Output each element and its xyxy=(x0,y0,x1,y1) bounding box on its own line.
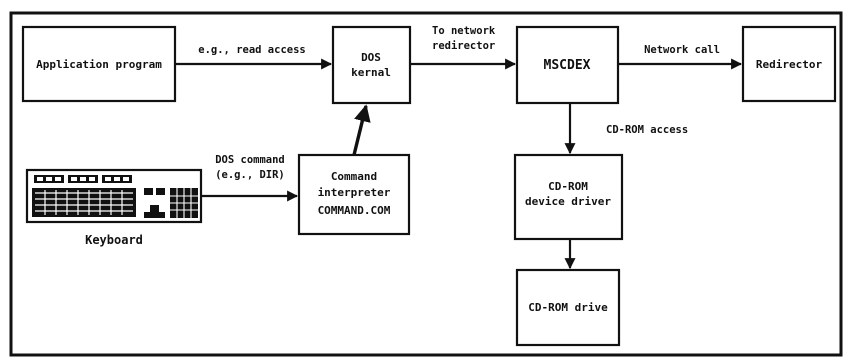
dos-kernal-label-1: DOS xyxy=(361,51,381,64)
read-access-label: e.g., read access xyxy=(198,44,305,56)
cdrom-device-driver-label-2: device driver xyxy=(525,195,611,208)
dos-command-label-2: (e.g., DIR) xyxy=(215,169,285,181)
to-network-label-1: To network xyxy=(432,25,496,37)
edge-command-interpreter-to-dos-kernal xyxy=(352,104,371,156)
redirector-label: Redirector xyxy=(756,58,823,71)
mscdex-label: MSCDEX xyxy=(544,58,591,73)
command-interpreter-node: Command interpreter COMMAND.COM xyxy=(297,153,411,236)
cdrom-drive-label: CD-ROM drive xyxy=(528,301,608,314)
command-interpreter-label-1: Command xyxy=(331,170,377,183)
cdrom-device-driver-label-1: CD-ROM xyxy=(548,180,588,193)
dos-kernal-label-2: kernal xyxy=(351,66,391,79)
command-interpreter-label-3: COMMAND.COM xyxy=(318,204,391,217)
application-program-node: Application program xyxy=(21,25,177,103)
mscdex-node: MSCDEX xyxy=(515,25,620,105)
network-call-label: Network call xyxy=(644,44,720,56)
redirector-node: Redirector xyxy=(741,25,837,103)
keyboard-label: Keyboard xyxy=(85,233,143,247)
diagram-frame xyxy=(9,11,843,357)
cdrom-device-driver-node: CD-ROM device driver xyxy=(513,153,624,241)
keyboard-icon xyxy=(25,168,203,224)
application-program-label: Application program xyxy=(36,58,162,71)
cdrom-access-label: CD-ROM access xyxy=(606,124,688,136)
command-interpreter-label-2: interpreter xyxy=(318,186,391,199)
dos-command-label-1: DOS command xyxy=(215,154,285,166)
cdrom-drive-node: CD-ROM drive xyxy=(515,268,621,347)
dos-kernal-node: DOS kernal xyxy=(331,25,412,105)
to-network-label-2: redirector xyxy=(432,40,495,52)
